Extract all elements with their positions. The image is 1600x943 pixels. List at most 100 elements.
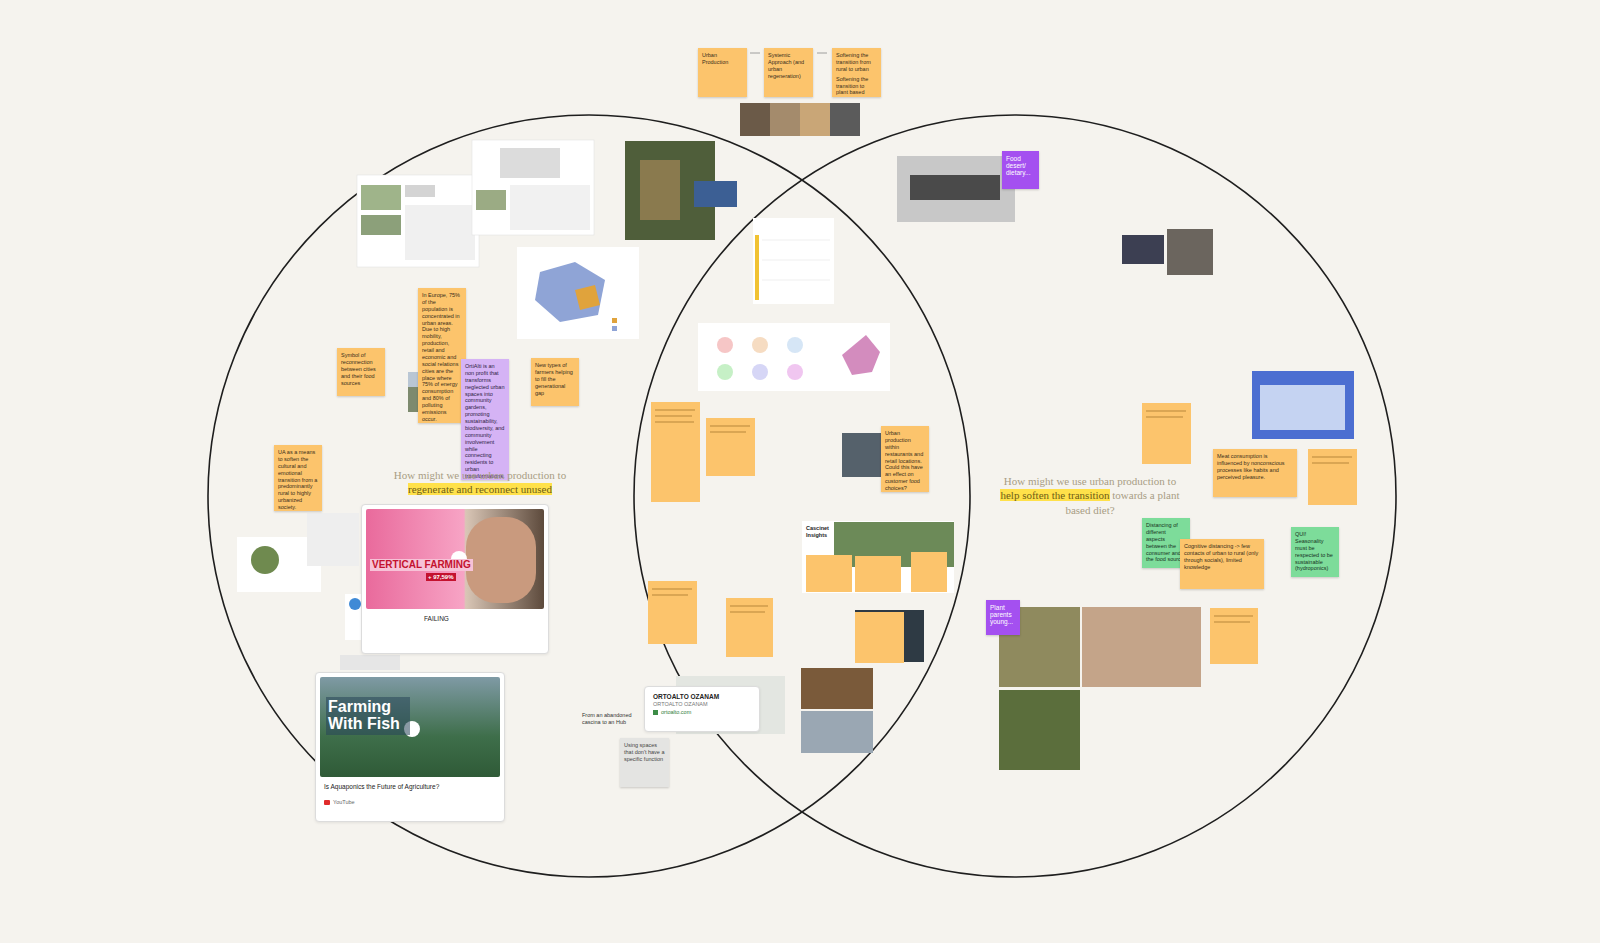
radar-chart-panel	[717, 364, 733, 380]
card-node: Farming With Fish Is Aquaponics the Futur…	[315, 672, 505, 822]
video-thumbnail: VERTICAL FARMING + 97,59%	[366, 509, 544, 609]
table-image	[762, 260, 830, 261]
sticky-text-line	[730, 612, 765, 613]
radar-chart-panel	[787, 364, 803, 380]
table-image	[762, 240, 830, 241]
table-image	[753, 218, 834, 304]
question-text: help soften the transition	[1000, 489, 1109, 501]
video-thumbnail: Farming With Fish	[320, 677, 500, 777]
sticky-note	[911, 552, 947, 592]
photo-strip	[830, 103, 860, 136]
sticky-node: Urban production within restaurants and …	[881, 426, 929, 492]
photo	[340, 655, 400, 670]
radar-chart-panel	[752, 337, 768, 353]
note-text: Urban Production	[702, 52, 743, 66]
link-text: ORTOALTO OZANAM	[653, 693, 751, 701]
venn-circle	[208, 115, 1396, 877]
photo	[251, 546, 279, 574]
photo-strip	[770, 103, 800, 136]
table-image	[762, 280, 830, 281]
infographic	[612, 326, 617, 331]
photo	[694, 181, 737, 207]
photo-strip	[740, 103, 860, 136]
photo	[237, 141, 785, 734]
infographic	[510, 185, 590, 230]
question-text: regenerate and reconnect unused	[408, 483, 552, 495]
infographic	[535, 262, 605, 322]
free-label: From an abandoned cascina to an Hub	[582, 712, 638, 726]
radar-chart-panel	[842, 335, 880, 375]
sticky-note	[855, 612, 904, 663]
photo	[1260, 385, 1345, 430]
note-text: UA as a means to soften the cultural and…	[278, 449, 318, 511]
sticky-text-line	[655, 416, 692, 417]
photo-strip	[740, 103, 770, 136]
photo	[1122, 235, 1164, 264]
sticky-text-line	[1146, 411, 1186, 412]
photo	[802, 521, 954, 593]
radar-chart-panel	[698, 323, 890, 391]
infographic	[357, 140, 639, 339]
source-name: YouTube	[333, 799, 355, 806]
sticky-node: QUI! Seasonality must be respected to be…	[1291, 527, 1339, 577]
photo	[801, 156, 1354, 770]
sticky-text-line	[655, 410, 695, 411]
infographic	[575, 285, 600, 310]
sticky-note	[648, 581, 697, 644]
note-text: Meat consumption is influenced by noncon…	[1217, 453, 1293, 481]
infographic	[405, 185, 435, 197]
sticky-text-line	[1214, 622, 1250, 623]
sticky-text-line	[1312, 463, 1349, 464]
sticky-note	[706, 418, 755, 476]
note-text: In Europe, 75% of the population is conc…	[422, 292, 462, 423]
note-text: New types of farmers helping to fill the…	[535, 362, 575, 396]
sticky-text-line	[652, 595, 688, 596]
top-arrow	[817, 53, 827, 54]
infographic	[517, 247, 639, 339]
radar-chart-panel	[698, 323, 890, 391]
sticky-node: Symbol of reconnection between cities an…	[337, 348, 385, 396]
note-text: Cognitive distancing -> few contacts of …	[1184, 543, 1260, 571]
sticky-node: New types of farmers helping to fill the…	[531, 358, 579, 406]
sticky-node: Urban Production	[698, 48, 747, 97]
sticky-text-line	[1146, 417, 1183, 418]
sticky-text-line	[730, 606, 768, 607]
sticky-text-line	[655, 422, 694, 423]
photo	[910, 175, 1000, 200]
link-text: ORTOALTO OZANAM	[653, 701, 751, 708]
infographic	[472, 140, 594, 235]
sticky-note	[1210, 608, 1258, 664]
photo	[801, 711, 873, 753]
sticky-note	[1308, 449, 1357, 505]
sticky-node: Cognitive distancing -> few contacts of …	[1180, 539, 1264, 589]
note-text: Using spaces that don't have a specific …	[624, 742, 665, 763]
photo	[307, 513, 359, 566]
radar-chart-panel	[787, 337, 803, 353]
photo	[640, 160, 680, 220]
note-text: Softening the transition from rural to u…	[836, 52, 877, 73]
video-title-overlay: Farming With Fish	[326, 697, 410, 735]
sticky-note	[1142, 403, 1191, 464]
video-title: Is Aquaponics the Future of Agriculture?	[324, 783, 494, 791]
note-text: Plant parents young...	[990, 604, 1016, 625]
infographic	[500, 148, 560, 178]
sticky-note	[651, 402, 700, 502]
video-title: FAILING	[424, 615, 449, 623]
video-title-overlay: VERTICAL FARMING	[370, 559, 473, 571]
photo	[999, 690, 1080, 770]
sticky-node: UA as a means to soften the cultural and…	[274, 445, 322, 511]
stat-badge: + 97,59%	[426, 573, 456, 581]
note-text: Symbol of reconnection between cities an…	[341, 352, 381, 386]
question-text: How might we use urban production to	[394, 469, 566, 481]
sticky-node: Systemic Approach (and urban regeneratio…	[764, 48, 813, 97]
photo	[801, 668, 873, 709]
purple-node: Plant parents young...	[986, 600, 1020, 635]
link-text: ortoalto.com	[653, 709, 751, 716]
photo	[1252, 371, 1354, 439]
infographic	[612, 318, 617, 323]
note-text: Softening the transition to plant based	[836, 76, 877, 97]
table-image	[755, 235, 759, 300]
top-arrow	[750, 53, 760, 54]
note-text: QUI! Seasonality must be respected to be…	[1295, 531, 1335, 572]
